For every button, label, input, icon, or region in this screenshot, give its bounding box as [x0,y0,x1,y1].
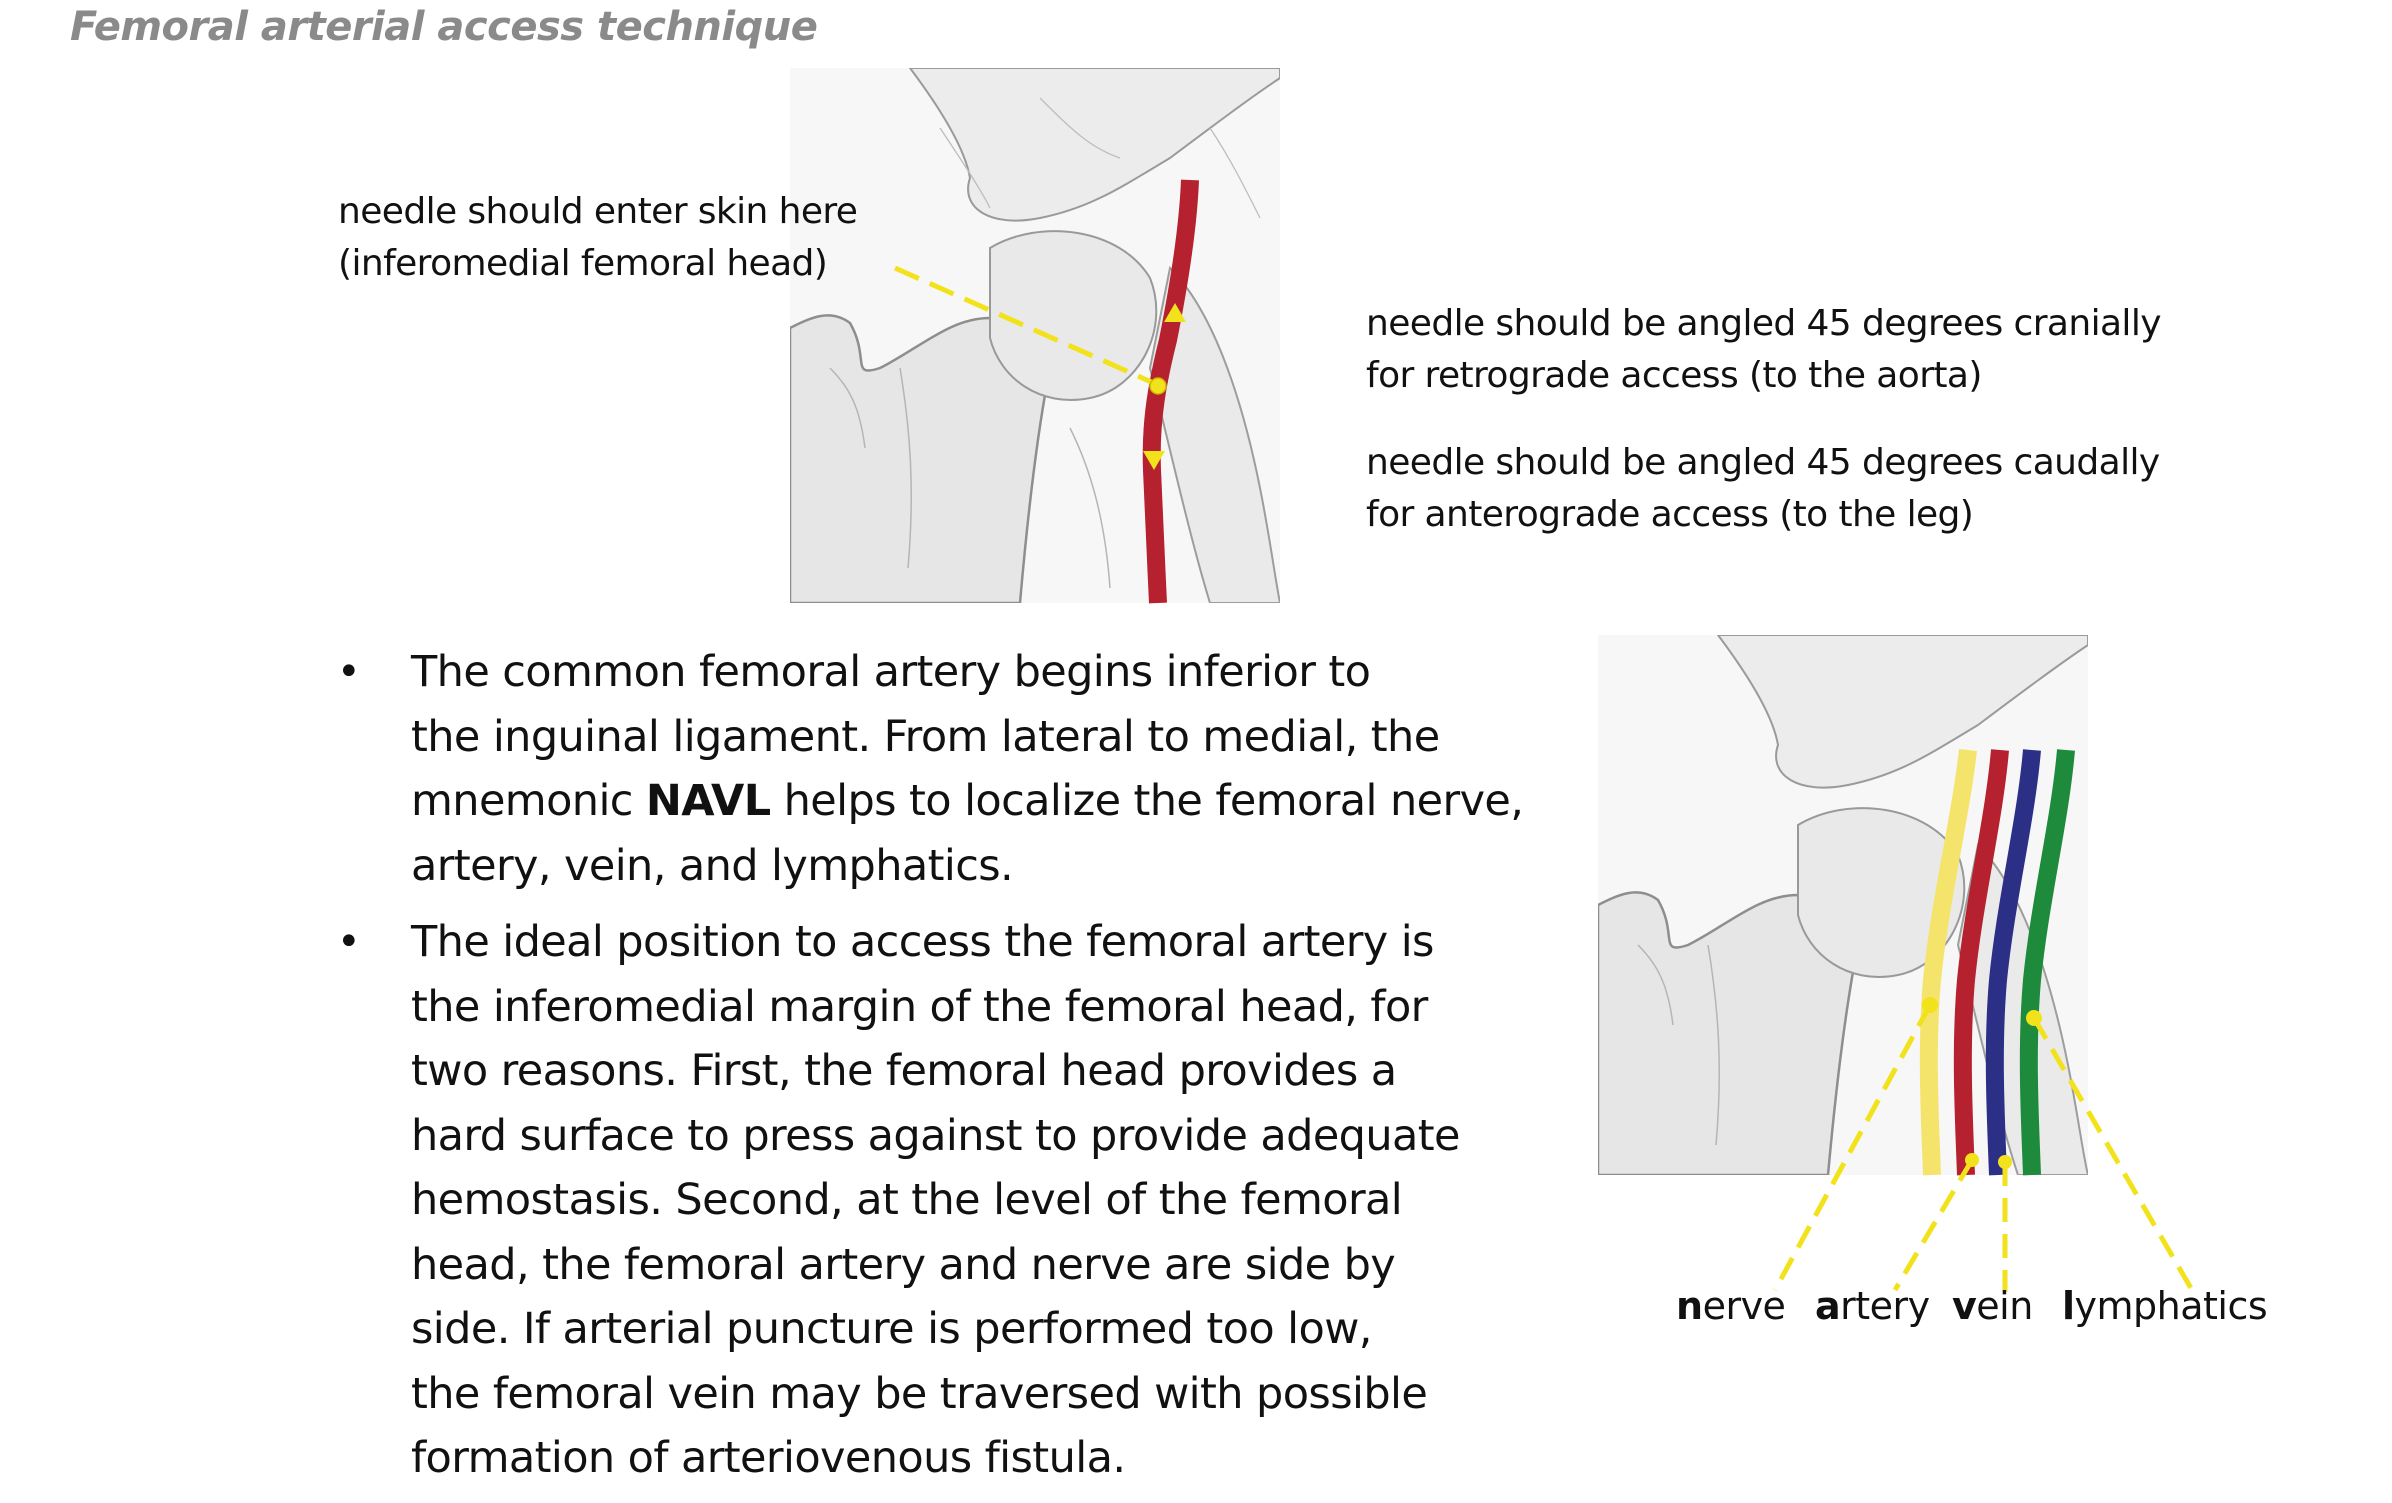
legend-lymphatics: lymphatics [2062,1284,2268,1328]
page-title: Femoral arterial access technique [70,4,818,50]
bullet-line: the femoral vein may be traversed with p… [411,1368,1428,1419]
legend-vein: vein [1952,1284,2033,1328]
bullet-line: side. If arterial puncture is performed … [411,1304,1372,1354]
legend-nerve-initial: n [1676,1284,1703,1328]
bullet-marker: • [337,919,361,965]
hip-radiograph-bottom [1598,635,2088,1175]
legend-lymphatics-rest: ymphatics [2074,1284,2268,1328]
hip-bone-sketch-top [790,68,1280,603]
cranial-angle-note: needle should be angled 45 degrees crani… [1366,298,2162,402]
bullet-line: formation of arteriovenous fistula. [411,1433,1126,1483]
bullet-line: the inferomedial margin of the femoral h… [411,981,1428,1032]
legend-nerve: nerve [1676,1284,1786,1328]
artery-pointer-line [1892,1158,1975,1292]
legend-vein-rest: ein [1976,1284,2033,1328]
bullet-line: hemostasis. Second, at the level of the … [411,1175,1403,1225]
hip-bone-sketch-bottom [1598,635,2088,1175]
caudal-angle-note: needle should be angled 45 degrees cauda… [1366,437,2160,541]
bullet-line: head, the femoral artery and nerve are s… [411,1239,1396,1290]
legend-nerve-rest: erve [1702,1284,1786,1328]
caudal-note-line1: needle should be angled 45 degrees cauda… [1366,442,2160,483]
legend-artery-rest: rtery [1840,1284,1930,1328]
legend-artery-initial: a [1815,1284,1841,1328]
legend-vein-initial: v [1952,1284,1977,1328]
hip-radiograph-top [790,68,1280,603]
bullet-line: The common femoral artery begins inferio… [411,647,1371,697]
bullet-ideal-position: • The ideal position to access the femor… [325,910,1585,1491]
mnemonic-prefix: mnemonic [411,776,646,826]
entry-site-line2: (inferomedial femoral head) [338,243,828,284]
entry-site-line1: needle should enter skin here [338,191,858,232]
legend-artery: artery [1815,1284,1930,1328]
cranial-note-line2: for retrograde access (to the aorta) [1366,355,1982,396]
mnemonic-suffix: helps to localize the femoral nerve, [770,776,1524,826]
bullet-line: hard surface to press against to provide… [411,1110,1461,1161]
bullet-line-mnemonic: mnemonic NAVL helps to localize the femo… [411,769,1585,834]
bullet-line: the inguinal ligament. From lateral to m… [411,711,1440,762]
cranial-note-line1: needle should be angled 45 degrees crani… [1366,303,2162,344]
bullet-marker: • [337,649,361,695]
caudal-note-line2: for anterograde access (to the leg) [1366,494,1974,535]
bullet-line: artery, vein, and lymphatics. [411,840,1014,891]
entry-site-label: needle should enter skin here (inferomed… [338,186,858,290]
bullet-navl: • The common femoral artery begins infer… [325,640,1585,898]
bullet-line: two reasons. First, the femoral head pro… [411,1046,1397,1096]
bullet-line: The ideal position to access the femoral… [411,917,1434,967]
legend-lymphatics-initial: l [2062,1284,2075,1328]
bullet-list: • The common femoral artery begins infer… [325,640,1585,1503]
navl-mnemonic: NAVL [645,776,771,826]
